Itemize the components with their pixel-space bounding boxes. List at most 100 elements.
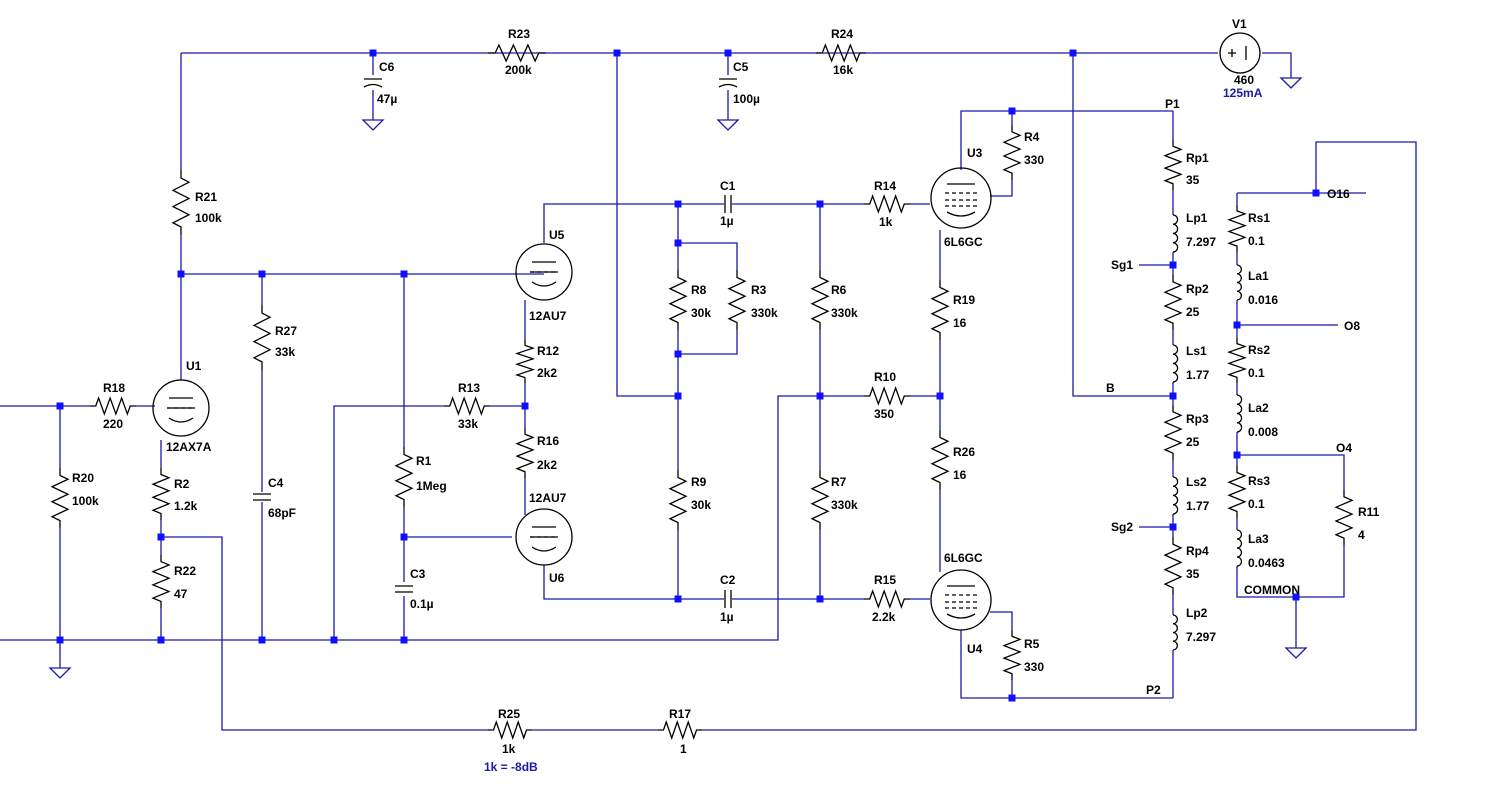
junction-dot <box>330 636 338 644</box>
resistor-r22 <box>151 555 171 608</box>
resistor-r18 <box>90 396 136 416</box>
label-r24: R24 <box>831 27 853 41</box>
label-r15: R15 <box>874 573 896 587</box>
label-r8: R8 <box>691 283 707 297</box>
label-r6: R6 <box>831 283 847 297</box>
value-la2: 0.008 <box>1248 425 1278 439</box>
wire-39 <box>543 565 724 600</box>
value-r10: 350 <box>874 407 894 421</box>
resistor-r2 <box>151 468 171 520</box>
resistor-r21 <box>171 170 191 235</box>
junction-dot <box>816 595 824 603</box>
junction-dot <box>674 595 682 603</box>
value-rp2: 25 <box>1186 305 1200 319</box>
label-lp2: Lp2 <box>1186 606 1208 620</box>
label-r25: R25 <box>498 707 520 721</box>
label-o8: O8 <box>1344 319 1360 333</box>
junction-dot <box>1069 49 1077 57</box>
wire-56 <box>990 180 1013 197</box>
value-r20: 100k <box>72 494 99 508</box>
junction-dot <box>1169 523 1177 531</box>
tube-elements-u3 <box>946 183 976 217</box>
value-rp3: 25 <box>1186 435 1200 449</box>
junction-dot <box>1169 261 1177 269</box>
junction-dot <box>724 49 732 57</box>
resistor-rp1 <box>1163 140 1183 190</box>
value-v1-current: 125mA <box>1223 86 1263 100</box>
resistor-r5 <box>1002 630 1022 680</box>
label-c5: C5 <box>733 60 749 74</box>
junction-dot <box>674 200 682 208</box>
wire-43 <box>678 242 738 270</box>
wire-80 <box>1236 545 1345 598</box>
value-r6: 330k <box>831 306 858 320</box>
resistor-r25 <box>488 720 532 740</box>
value-rs3: 0.1 <box>1248 497 1265 511</box>
label-r11: R11 <box>1358 505 1380 519</box>
junction-dot <box>1169 392 1177 400</box>
value-r13: 33k <box>458 417 478 431</box>
junction-dot <box>1008 107 1016 115</box>
label-rs3: Rs3 <box>1248 474 1270 488</box>
label-r17: R17 <box>669 707 691 721</box>
tube-envelope-u1 <box>152 379 210 437</box>
resistor-rs2 <box>1227 338 1247 383</box>
label-la2: La2 <box>1248 401 1269 415</box>
value-r26: 16 <box>953 468 967 482</box>
label-lp1: Lp1 <box>1186 211 1208 225</box>
tube-grids-u3 <box>945 192 977 207</box>
type-u5: 12AU7 <box>529 309 567 323</box>
label-r4: R4 <box>1024 130 1040 144</box>
value-r14: 1k <box>879 215 893 229</box>
label-r2: R2 <box>174 477 190 491</box>
label-c6: C6 <box>379 60 395 74</box>
note-r25: 1k = -8dB <box>484 760 538 774</box>
tube-grids-u4 <box>945 594 977 609</box>
label-o4: O4 <box>1336 441 1352 455</box>
label-ls1: Ls1 <box>1186 344 1207 358</box>
resistor-r24 <box>816 43 866 63</box>
capacitor-c1 <box>724 195 732 213</box>
label-r1: R1 <box>416 454 432 468</box>
wire-27 <box>161 536 488 731</box>
capacitor-c3 <box>395 585 413 593</box>
value-r21: 100k <box>195 211 222 225</box>
ground-icon <box>1284 640 1308 659</box>
label-c2: C2 <box>720 573 736 587</box>
junction-dot <box>521 402 529 410</box>
resistor-r1 <box>394 447 414 507</box>
label-u4: U4 <box>967 642 983 656</box>
tube-elements-u6 <box>530 526 558 552</box>
label-rp1: Rp1 <box>1186 151 1209 165</box>
wire-9 <box>1072 53 1173 397</box>
resistor-r19 <box>930 280 950 340</box>
junction-dot <box>613 49 621 57</box>
resistor-r20 <box>50 468 70 528</box>
ground-icon <box>48 660 72 679</box>
capacitor-c2 <box>724 590 732 608</box>
junction-dot <box>258 270 266 278</box>
value-rs2: 0.1 <box>1248 366 1265 380</box>
value-la1: 0.016 <box>1248 293 1278 307</box>
label-r14: R14 <box>874 179 896 193</box>
resistor-r15 <box>864 589 910 609</box>
junction-dot <box>674 239 682 247</box>
label-r16: R16 <box>537 434 559 448</box>
capacitor-c5 <box>718 78 738 88</box>
junction-dot <box>1312 189 1320 197</box>
resistor-r12 <box>514 340 536 383</box>
junction-dot <box>816 200 824 208</box>
value-v1: 460 <box>1234 73 1254 87</box>
wire-29 <box>702 141 1417 731</box>
label-c4: C4 <box>268 476 284 490</box>
wire-36 <box>543 203 724 243</box>
label-rp3: Rp3 <box>1186 412 1209 426</box>
resistor-r7 <box>810 470 830 530</box>
voltage-source-v1 <box>1219 32 1261 74</box>
wire-58 <box>990 611 1013 630</box>
label-r26: R26 <box>953 445 975 459</box>
label-r20: R20 <box>72 471 94 485</box>
inductor-lp2 <box>1172 614 1179 651</box>
value-r2: 1.2k <box>174 499 198 513</box>
label-rs1: Rs1 <box>1248 211 1270 225</box>
